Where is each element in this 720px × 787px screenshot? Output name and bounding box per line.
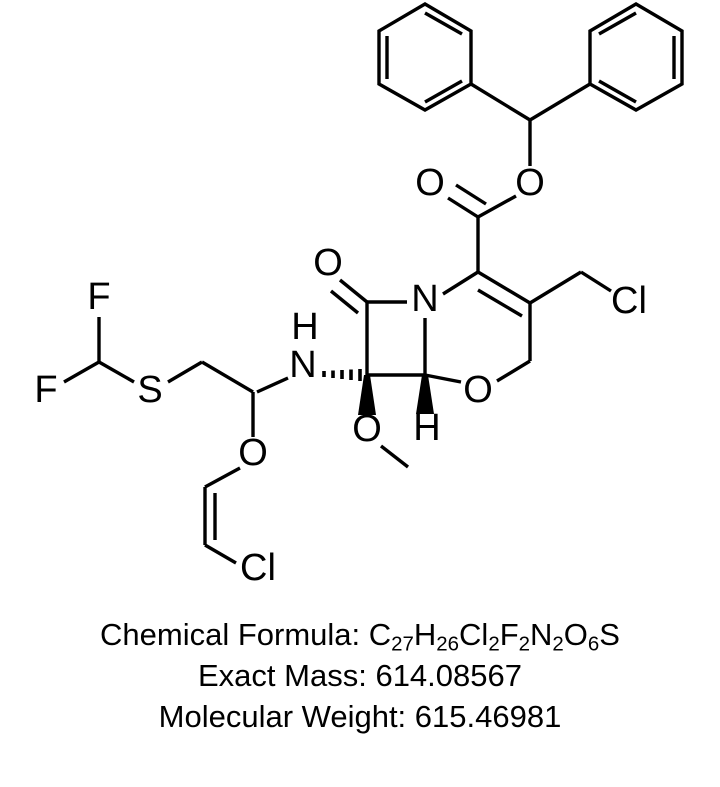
right-phenyl-ring <box>588 2 684 112</box>
formula-ct-4: 2 <box>552 632 564 656</box>
atom-label-o-ester-dbl: O <box>415 162 445 204</box>
atom-label-n-amide-h: H <box>291 306 318 348</box>
formula-el-3: F <box>499 617 519 652</box>
formula-el-6: S <box>599 617 620 652</box>
formula-ct-3: 2 <box>518 632 530 656</box>
atom-label-o-vinylether: O <box>238 432 268 474</box>
atom-label-s-thioether: S <box>137 369 162 411</box>
chemical-formula-value: C27H26Cl2F2N2O6S <box>368 617 620 654</box>
c6-hydrogen-wedge <box>416 375 434 414</box>
atom-label-n-ring: N <box>411 278 438 320</box>
chemical-formula-label: Chemical Formula: <box>100 617 361 652</box>
molecular-weight-value: 615.46981 <box>414 699 562 734</box>
atom-label-h-c6: H <box>413 407 440 449</box>
formula-el-5: O <box>563 617 588 652</box>
atom-label-o-ring: O <box>463 369 493 411</box>
atom-label-f-top: F <box>87 276 110 318</box>
chlorovinyl-ether <box>203 392 255 565</box>
difluoromethylthio-group <box>63 317 254 394</box>
molecular-weight-label: Molecular Weight: <box>158 699 407 734</box>
exact-mass-value: 614.08567 <box>375 658 522 693</box>
amide-hashed-bond <box>322 369 362 381</box>
caption-block: Chemical Formula: C27H26Cl2F2N2O6S Exact… <box>0 608 720 787</box>
exact-mass-line: Exact Mass: 614.08567 <box>198 655 522 696</box>
structure-diagram: F F S O Cl H N O O H N O O O Cl <box>34 2 684 589</box>
atom-label-cl-vinyl: Cl <box>240 547 276 589</box>
atom-label-n-amide: N <box>289 344 316 386</box>
atom-label-cl-methyl: Cl <box>611 280 647 322</box>
formula-ct-1: 26 <box>436 632 460 656</box>
formula-el-1: H <box>413 617 437 652</box>
methoxy-group <box>358 375 410 469</box>
oxazine-ring <box>423 270 532 384</box>
amide-nitrogen-bonds <box>256 376 289 394</box>
ester-carbonyl <box>447 183 517 272</box>
atom-label-o-lactam: O <box>313 242 343 284</box>
chemical-formula-line: Chemical Formula: C27H26Cl2F2N2O6S <box>100 614 620 655</box>
chloromethyl-group <box>529 270 612 305</box>
formula-ct-2: 2 <box>488 632 500 656</box>
benzhydryl-methine <box>470 82 591 166</box>
molecular-weight-line: Molecular Weight: 615.46981 <box>159 696 562 737</box>
formula-ct-0: 27 <box>391 632 414 656</box>
beta-lactam-ring <box>329 278 425 377</box>
formula-el-0: C <box>368 617 392 652</box>
atom-label-f-left: F <box>34 369 57 411</box>
formula-ct-5: 6 <box>587 632 600 656</box>
atom-label-o-methoxy: O <box>352 408 382 450</box>
left-phenyl-ring <box>377 2 473 112</box>
exact-mass-label: Exact Mass: <box>198 658 367 693</box>
formula-el-2: Cl <box>459 617 489 652</box>
atom-labels: F F S O Cl H N O O H N O O O Cl <box>34 162 647 589</box>
atom-label-o-ester-sgl: O <box>515 162 545 204</box>
structure-svg: F F S O Cl H N O O H N O O O Cl <box>34 2 684 589</box>
formula-el-4: N <box>530 617 553 652</box>
